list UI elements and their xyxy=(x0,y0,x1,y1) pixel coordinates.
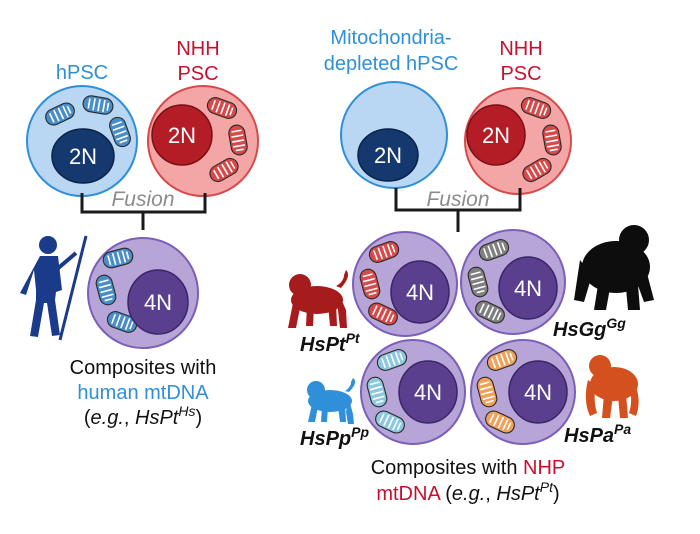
nucleus-label: 4N xyxy=(514,276,542,301)
hpsc-label: hPSC xyxy=(56,62,108,84)
left-caption-line1: Composites with xyxy=(70,357,217,379)
nucleus-2n xyxy=(466,104,526,166)
label-hsgg: HsGgGg xyxy=(553,315,626,341)
nucleus-label: 4N xyxy=(406,280,434,305)
right-caption-line2: mtDNA (e.g., HsPtPt) xyxy=(376,479,559,505)
nucleus-4n xyxy=(508,360,568,424)
chimpanzee-icon xyxy=(288,270,349,328)
nucleus-4n xyxy=(127,269,189,335)
nhh-psc-cell-right: 2N xyxy=(464,87,572,195)
right-caption-line1: Composites with NHP xyxy=(371,457,566,479)
nhh-psc-label-right-line2: PSC xyxy=(500,63,541,85)
fusion-label-right: Fusion xyxy=(426,188,489,211)
label-hspp: HsPpPp xyxy=(300,424,369,450)
fusion-bracket-left xyxy=(80,193,207,230)
hpsc-cell: 2N xyxy=(26,85,138,197)
nhh-psc-label-left-line2: PSC xyxy=(177,63,218,85)
depleted-hpsc-label-line2: depleted hPSC xyxy=(324,53,459,75)
depleted-hpsc-label-line1: Mitochondria- xyxy=(330,27,451,49)
nucleus-4n xyxy=(390,260,450,324)
bonobo-icon xyxy=(307,378,356,424)
human-silhouette-icon xyxy=(20,235,88,341)
nhh-psc-label-left-line1: NHH xyxy=(176,38,219,60)
composite-cell-pt: 4N xyxy=(352,231,458,337)
nucleus-2n xyxy=(357,128,419,182)
nucleus-label: 4N xyxy=(414,380,442,405)
mitochondria-depleted-hpsc-cell: 2N xyxy=(340,81,448,189)
nucleus-4n xyxy=(498,256,558,320)
nucleus-label: 2N xyxy=(69,144,97,169)
gorilla-icon xyxy=(574,225,654,310)
nhh-psc-cell-left: 2N xyxy=(147,85,259,197)
left-caption-line3: (e.g., HsPtHs) xyxy=(84,403,202,429)
composite-cell-gg: 4N xyxy=(460,229,566,335)
composite-cell-human: 4N xyxy=(87,237,199,349)
left-caption-line2: human mtDNA xyxy=(77,382,209,404)
nucleus-label: 2N xyxy=(482,123,510,148)
nucleus-label: 4N xyxy=(144,290,172,315)
label-hspa: HsPaPa xyxy=(564,421,631,447)
label-hspt: HsPtPt xyxy=(300,330,361,356)
nucleus-4n xyxy=(398,360,458,424)
orangutan-icon xyxy=(585,355,639,418)
composite-cell-pa: 4N xyxy=(470,339,576,445)
nucleus-2n xyxy=(51,128,115,184)
composite-cell-pp: 4N xyxy=(360,339,466,445)
nucleus-label: 2N xyxy=(374,143,402,168)
fusion-bracket-right xyxy=(394,188,522,232)
nucleus-label: 2N xyxy=(168,123,196,148)
nhh-psc-label-right-line1: NHH xyxy=(499,38,542,60)
nucleus-label: 4N xyxy=(524,380,552,405)
nucleus-2n xyxy=(151,104,213,166)
fusion-label-left: Fusion xyxy=(111,188,174,211)
